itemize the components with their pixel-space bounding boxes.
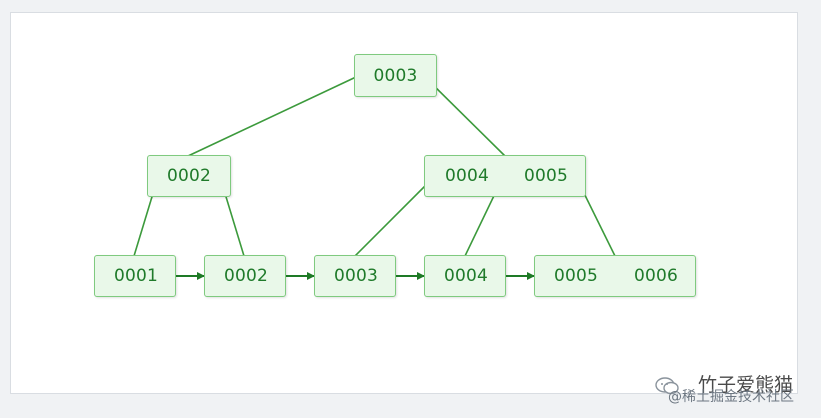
watermark-source: @稀土掘金技术社区 (668, 389, 794, 405)
wechat-logo-icon (655, 377, 679, 395)
root-node: 0003 (354, 54, 437, 97)
node-key: 0002 (223, 266, 269, 286)
edge-inner-right-to-leaf-3 (354, 176, 435, 257)
leaf-node-2: 0002 (204, 255, 286, 297)
node-key: 0006 (633, 266, 679, 286)
node-key: 0005 (523, 166, 569, 186)
inner-node-right: 0004 0005 (424, 155, 586, 197)
watermark: 竹子爱熊猫 @稀土掘金技术社区 (650, 368, 820, 416)
leaf-node-3: 0003 (314, 255, 396, 297)
edge-root-to-inner-left (187, 76, 357, 157)
leaf-node-1: 0001 (94, 255, 176, 297)
leaf-node-5: 0005 0006 (534, 255, 696, 297)
inner-node-left: 0002 (147, 155, 231, 197)
node-key: 0003 (333, 266, 379, 286)
node-key: 0005 (553, 266, 599, 286)
watermark-author: 竹子爱熊猫 (698, 374, 794, 396)
node-key: 0004 (443, 266, 489, 286)
node-key: 0004 (444, 166, 490, 186)
node-key: 0002 (166, 166, 212, 186)
leaf-node-4: 0004 (424, 255, 506, 297)
edge-root-to-inner-right (424, 76, 506, 157)
node-key: 0003 (373, 65, 418, 86)
node-key: 0001 (113, 266, 159, 286)
